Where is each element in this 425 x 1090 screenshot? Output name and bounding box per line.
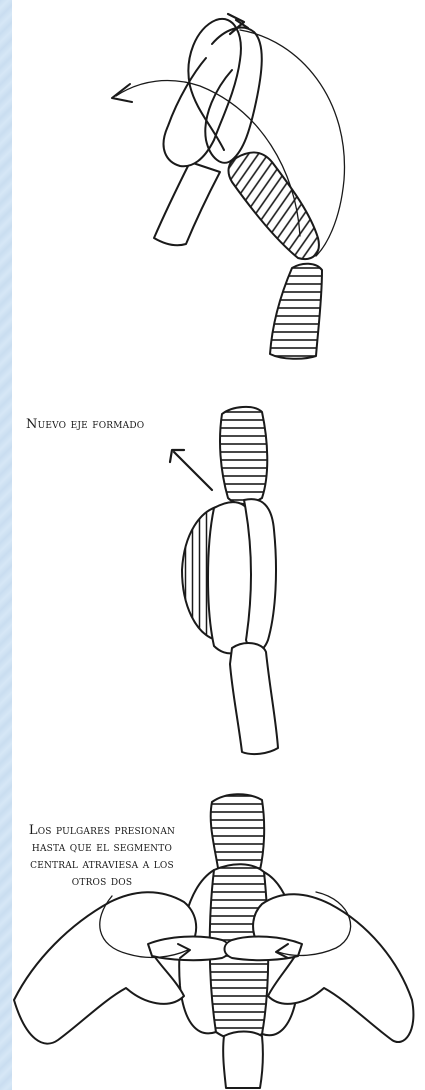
thumbs-label-line-1: Los pulgares presionan: [4, 822, 200, 839]
new-axis-label: Nuevo eje formado: [26, 416, 144, 433]
thumbs-label-line-2: hasta que el segmento: [4, 839, 200, 856]
thumbs-instruction-label: Los pulgares presionan hasta que el segm…: [4, 822, 200, 890]
thumbs-label-line-3: central atraviesa a los: [4, 856, 200, 873]
step2-new-axis: [170, 407, 278, 754]
thumbs-label-line-4: otros dos: [4, 873, 200, 890]
step1-twist: [112, 14, 344, 359]
